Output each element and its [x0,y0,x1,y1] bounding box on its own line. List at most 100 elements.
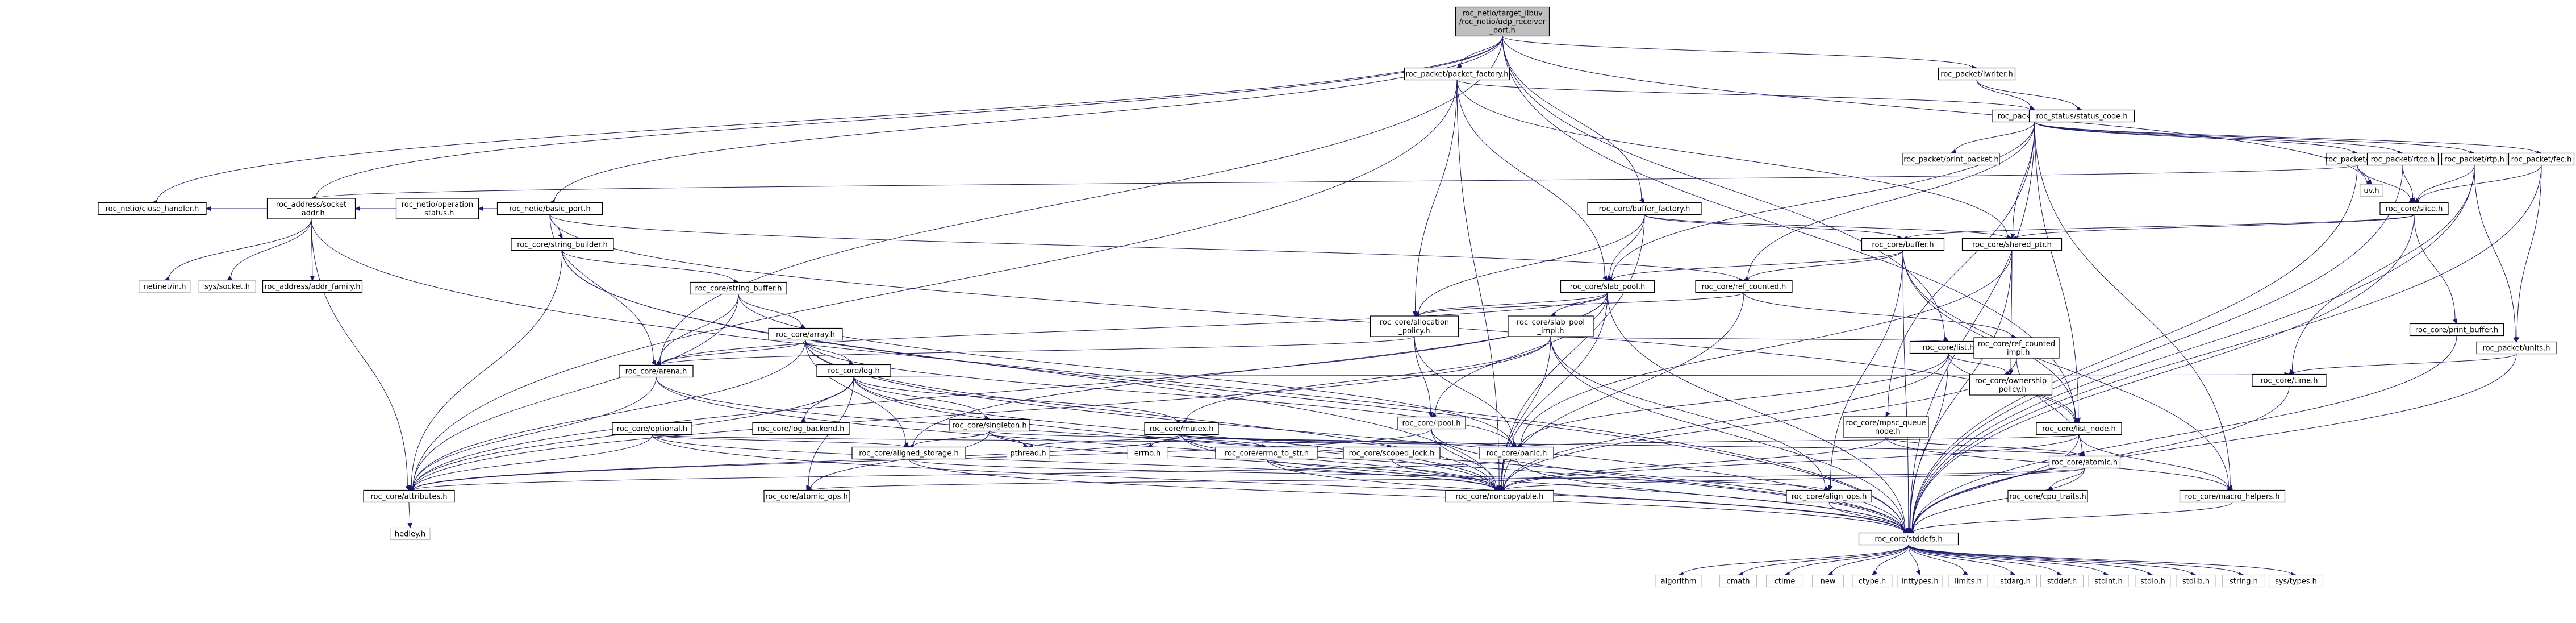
node-iwriter[interactable]: roc_packet/iwriter.h [1938,67,2016,81]
node-pthread[interactable]: pthread.h [1006,446,1050,460]
edge-list-to-stddefs [1909,353,1949,529]
node-packet-factory[interactable]: roc_packet/packet_factory.h [1404,67,1510,81]
node-log-backend[interactable]: roc_core/log_backend.h [752,422,850,435]
node-socket-addr[interactable]: roc_address/socket_addr.h [266,198,356,219]
node-box [1445,489,1554,503]
node-netinet-in[interactable]: netinet/in.h [139,280,191,293]
node-noncopyable[interactable]: roc_core/noncopyable.h [1445,489,1554,503]
node-allocation-policy[interactable]: roc_core/allocation_policy.h [1370,315,1459,337]
node-uv[interactable]: uv.h [2360,184,2383,197]
edge-udp-receiver-port-to-packet-factory [1460,36,1503,65]
edge-array-to-log [805,340,850,363]
node-box [1765,574,1804,588]
node-cpu-traits[interactable]: roc_core/cpu_traits.h [2007,489,2088,503]
node-string[interactable]: string.h [2222,574,2266,588]
node-errno[interactable]: errno.h [1127,446,1168,460]
edge-arrowhead [1022,443,1029,448]
node-buffer[interactable]: roc_core/buffer.h [1861,238,1945,251]
edge-buffer-to-slab-pool [1611,250,1903,281]
node-stddef[interactable]: stddef.h [2040,574,2084,588]
node-box [2222,574,2266,588]
node-rtp[interactable]: roc_packet/rtp.h [2441,152,2508,166]
node-units[interactable]: roc_packet/units.h [2476,341,2557,355]
node-stdarg[interactable]: stdarg.h [1993,574,2038,588]
node-time[interactable]: roc_core/time.h [2252,373,2327,387]
node-mutex[interactable]: roc_core/mutex.h [1144,422,1219,435]
node-label: _policy.h [1994,385,2026,394]
node-ref-counted-impl[interactable]: roc_core/ref_counted_impl.h [1973,337,2060,359]
node-atomic[interactable]: roc_core/atomic.h [2048,455,2121,469]
node-ownership-policy[interactable]: roc_core/ownership_policy.h [1969,374,2053,396]
node-status-code[interactable]: roc_status/status_code.h [2028,109,2135,123]
node-mpsc-queue-node[interactable]: roc_core/mpsc_queue_node.h [1843,416,1929,438]
node-scoped-lock[interactable]: roc_core/scoped_lock.h [1343,446,1441,460]
node-singleton[interactable]: roc_core/singleton.h [949,418,1030,432]
node-cmath[interactable]: cmath [1719,574,1757,588]
node-box [1811,574,1844,588]
node-ctime[interactable]: ctime [1765,574,1804,588]
node-shared-ptr[interactable]: roc_core/shared_ptr.h [1961,238,2063,251]
node-array[interactable]: roc_core/array.h [768,327,843,341]
node-ref-counted[interactable]: roc_core/ref_counted.h [1695,280,1793,293]
node-aligned-storage[interactable]: roc_core/aligned_storage.h [851,446,966,460]
node-label: stdio.h [2140,578,2165,586]
node-algorithm[interactable]: algorithm [1655,574,1702,588]
node-box [2441,152,2508,166]
node-box [1655,574,1702,588]
node-macro-helpers[interactable]: roc_core/macro_helpers.h [2179,489,2286,503]
node-fec[interactable]: roc_packet/fec.h [2508,152,2575,166]
node-hedley[interactable]: hedley.h [390,527,431,541]
node-align-ops[interactable]: roc_core/align_ops.h [1786,489,1872,503]
edge-buffer-to-macro-helpers [1902,250,2230,488]
node-arena[interactable]: roc_core/arena.h [619,364,694,378]
node-buffer-factory[interactable]: roc_core/buffer_factory.h [1587,202,1702,215]
node-print-packet[interactable]: roc_packet/print_packet.h [1902,152,2000,166]
node-stdlib[interactable]: stdlib.h [2176,574,2216,588]
node-inttypes[interactable]: inttypes.h [1897,574,1943,588]
edge-socket-addr-to-attributes [311,218,408,486]
node-label: roc_core/allocation [1380,318,1449,327]
edge-atomic-to-atomic-ops [811,468,2085,491]
node-udp-receiver-port[interactable]: roc_netio/target_libuv/roc_netio/udp_rec… [1455,6,1550,37]
node-stdio[interactable]: stdio.h [2135,574,2171,588]
node-addr-family[interactable]: roc_address/addr_family.h [262,280,363,293]
node-rtcp[interactable]: roc_packet/rtcp.h [2366,152,2439,166]
node-ctype[interactable]: ctype.h [1852,574,1893,588]
node-pool[interactable]: roc_core/ipool.h [1397,416,1466,430]
node-stddefs[interactable]: roc_core/stddefs.h [1858,532,1959,546]
node-stdint[interactable]: stdint.h [2088,574,2129,588]
edge-list-node-to-noncopyable [1504,434,2080,490]
node-label: _addr.h [297,209,325,218]
node-sys-types[interactable]: sys/types.h [2268,574,2324,588]
node-new[interactable]: new [1811,574,1844,588]
node-box [390,527,431,541]
node-atomic-ops[interactable]: roc_core/atomic_ops.h [763,489,850,503]
node-attributes[interactable]: roc_core/attributes.h [363,489,455,503]
node-optional[interactable]: roc_core/optional.h [612,422,692,435]
node-limits[interactable]: limits.h [1948,574,1988,588]
edge-arrowhead [1885,411,1890,418]
edge-fec-to-slice [2418,165,2542,202]
edge-ref-counted-to-ref-counted-impl [1743,292,2013,337]
node-operation-status[interactable]: roc_netio/operation_status.h [395,198,479,219]
node-string-builder[interactable]: roc_core/string_builder.h [511,238,614,251]
edge-udp-receiver-port-to-buffer-factory [1502,36,1642,200]
node-slab-pool[interactable]: roc_core/slab_pool.h [1560,280,1655,293]
node-string-buffer[interactable]: roc_core/string_buffer.h [690,281,787,295]
node-print-buffer[interactable]: roc_core/print_buffer.h [2409,323,2504,337]
node-slab-pool-impl[interactable]: roc_core/slab_pool_impl.h [1508,315,1594,337]
edge-list-node-to-stddefs [1912,434,2080,531]
node-box [1852,574,1893,588]
node-basic-port[interactable]: roc_netio/basic_port.h [496,202,603,215]
node-sys-socket[interactable]: sys/socket.h [198,280,256,293]
node-list-node[interactable]: roc_core/list_node.h [2036,422,2122,435]
node-panic[interactable]: roc_core/panic.h [1479,446,1554,460]
node-slice[interactable]: roc_core/slice.h [2379,202,2449,215]
node-label: roc_core/array.h [776,331,835,339]
edge-packet-factory-to-noncopyable [1456,80,1500,486]
edge-slab-pool-impl-to-align-ops [1550,336,1826,488]
node-log[interactable]: roc_core/log.h [816,364,891,377]
node-label: roc_core/panic.h [1487,450,1547,458]
node-close-handler[interactable]: roc_netio/close_handler.h [98,202,207,215]
node-errno-to-str[interactable]: roc_core/errno_to_str.h [1215,446,1318,460]
